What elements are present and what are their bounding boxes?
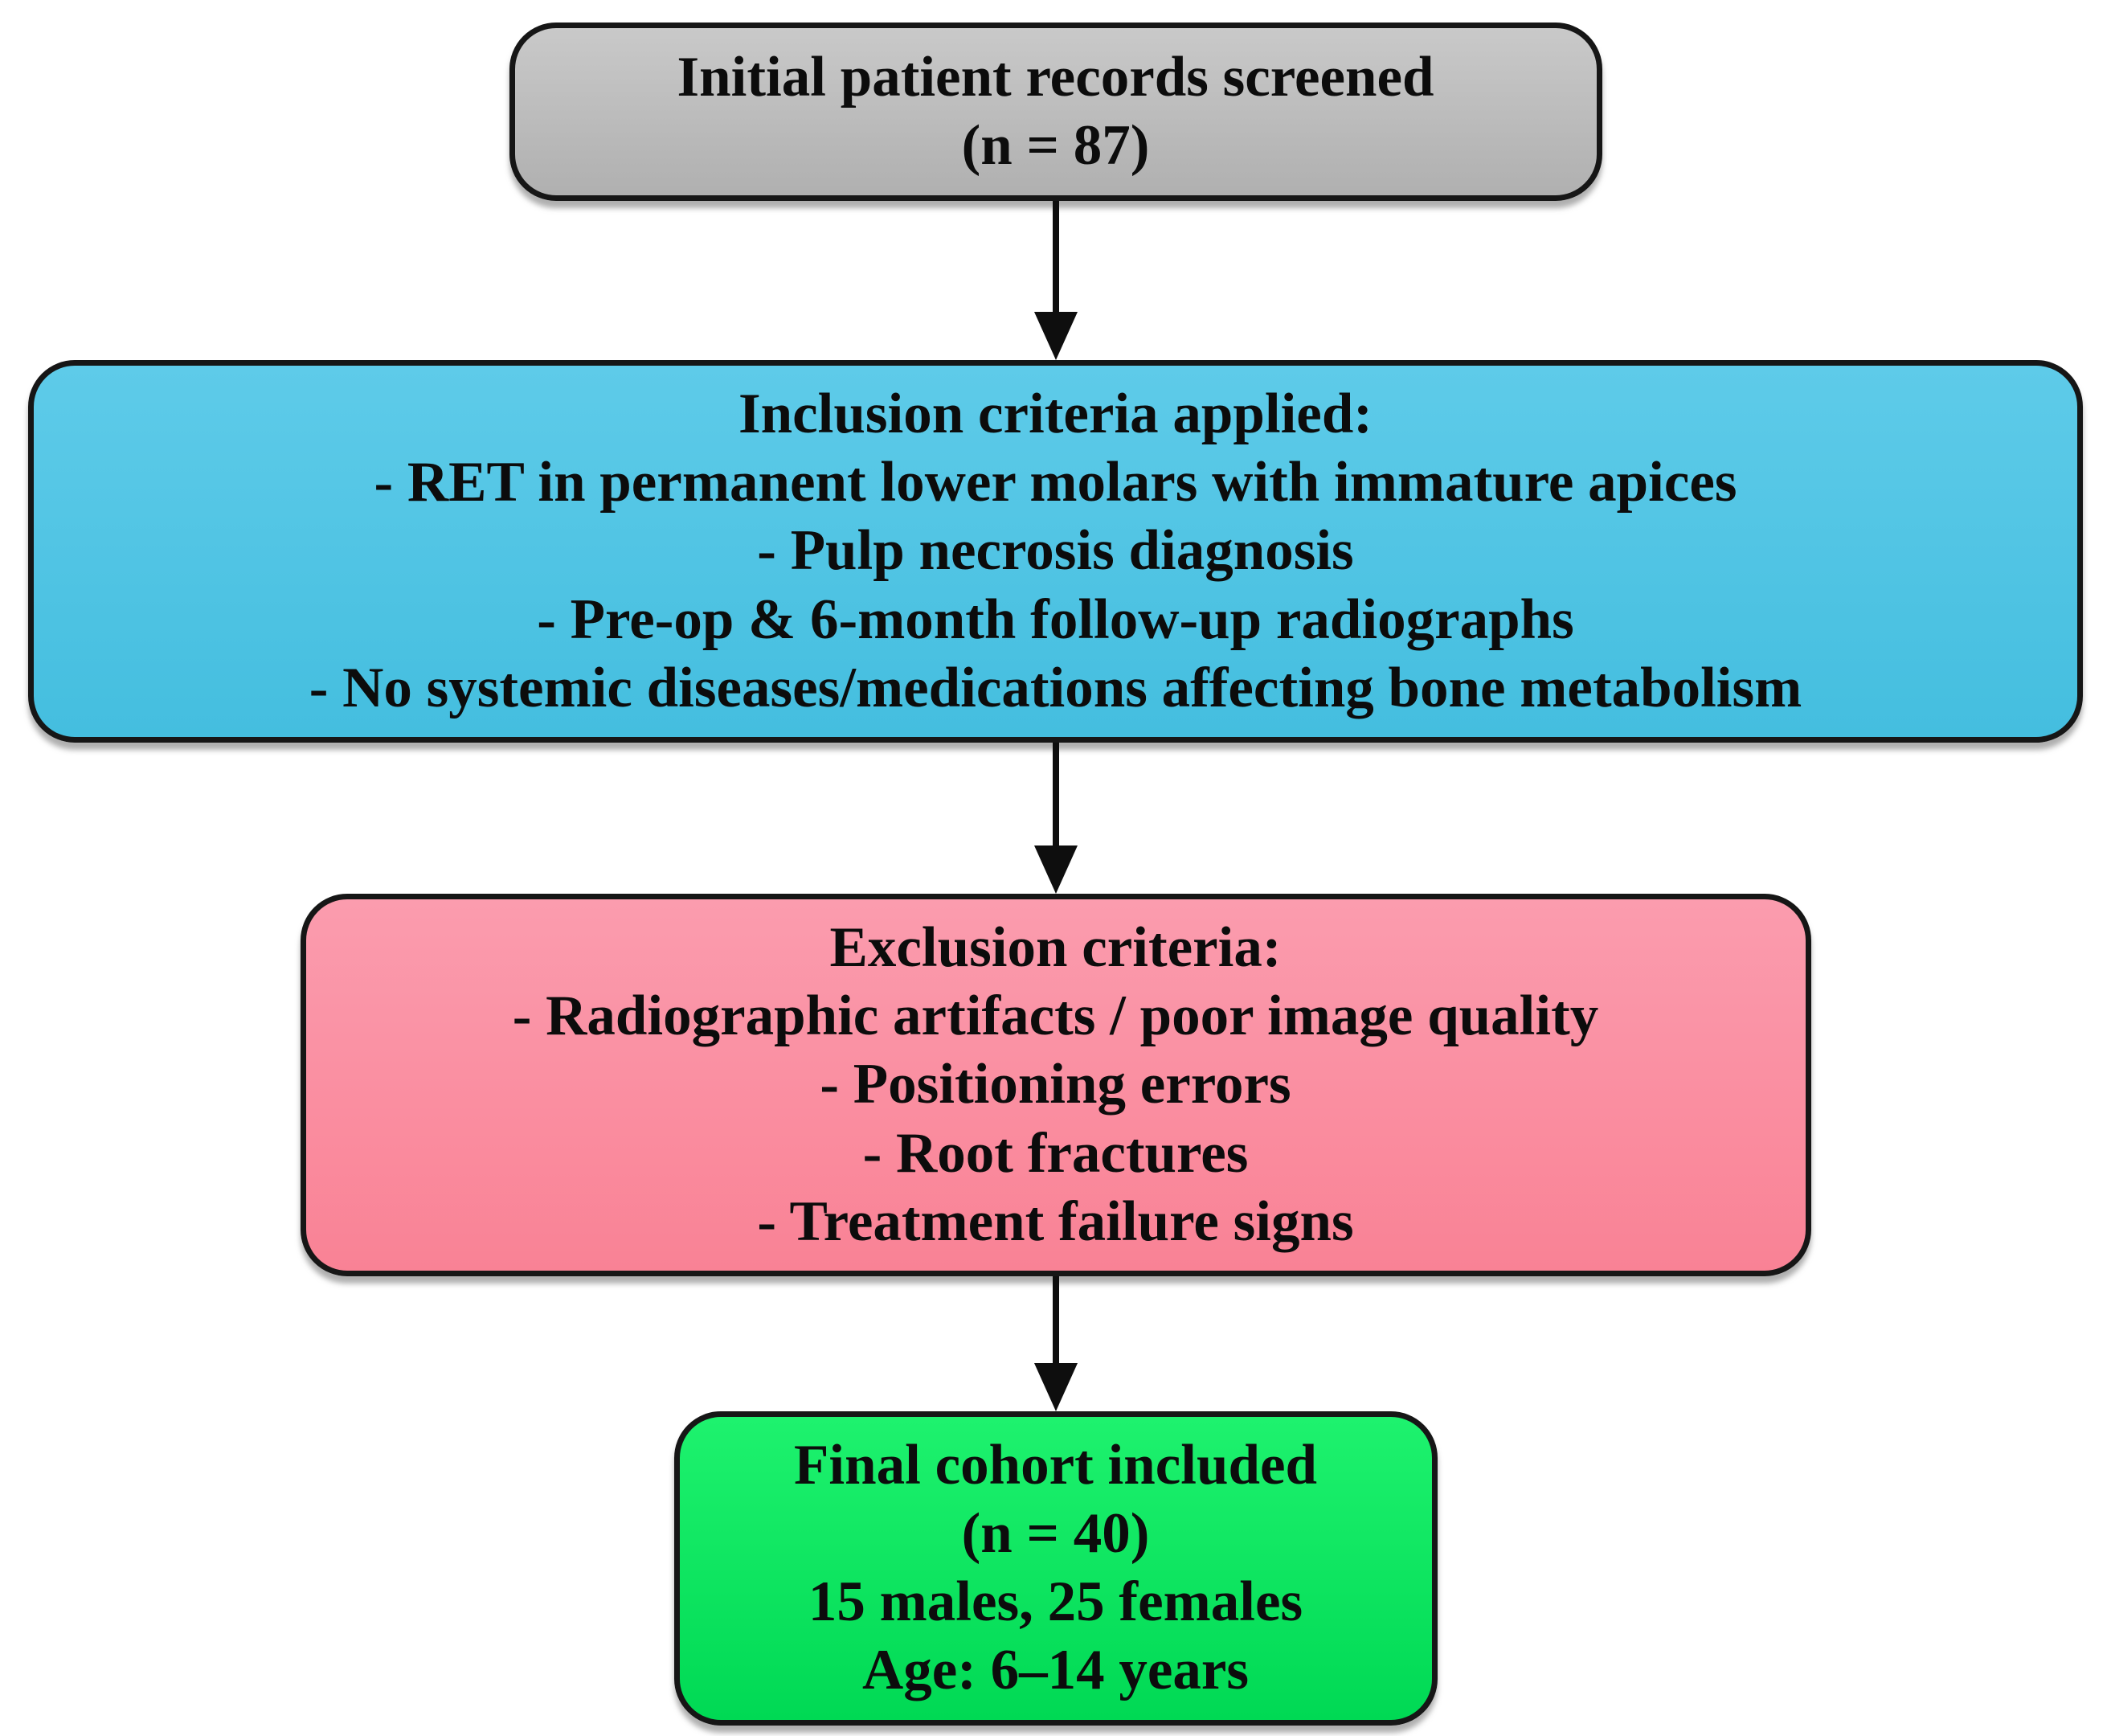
node-initial-records: Initial patient records screened (n = 87… xyxy=(509,23,1602,201)
node-text-line: Age: 6–14 years xyxy=(861,1639,1250,1702)
node-final-cohort: Final cohort included (n = 40) 15 males,… xyxy=(673,1410,1438,1726)
node-inclusion-criteria: Inclusion criteria applied: - RET in per… xyxy=(28,360,2083,743)
arrow-shaft xyxy=(1052,1275,1059,1365)
node-text-line: (n = 87) xyxy=(961,114,1150,177)
arrow-shaft xyxy=(1052,742,1059,847)
node-text-line: Initial patient records screened xyxy=(677,45,1434,108)
node-text-line: - Pulp necrosis diagnosis xyxy=(757,519,1354,583)
node-text-line: Inclusion criteria applied: xyxy=(738,383,1373,445)
node-text-line: 15 males, 25 females xyxy=(808,1570,1303,1634)
node-exclusion-criteria: Exclusion criteria: - Radiographic artif… xyxy=(300,893,1811,1276)
node-text-line: - Root fractures xyxy=(862,1121,1249,1185)
node-text-line: - Pre-op & 6-month follow-up radiographs xyxy=(537,588,1574,651)
node-text-line: - Treatment failure signs xyxy=(757,1189,1354,1253)
node-text-line: - Radiographic artifacts / poor image qu… xyxy=(512,985,1599,1048)
arrow-exclusion-to-final xyxy=(1033,1275,1078,1411)
arrowhead-down-icon xyxy=(1033,845,1078,894)
node-text-line: (n = 40) xyxy=(961,1502,1150,1566)
arrow-initial-to-inclusion xyxy=(1033,201,1078,360)
node-text-line: - RET in permanent lower molars with imm… xyxy=(374,451,1737,514)
node-text-line: - No systemic diseases/medications affec… xyxy=(309,656,1802,719)
node-text-line: Final cohort included xyxy=(794,1433,1317,1496)
arrowhead-down-icon xyxy=(1033,1362,1078,1411)
node-text-line: Exclusion criteria: xyxy=(829,915,1282,979)
node-text-line: - Positioning errors xyxy=(820,1053,1291,1116)
arrowhead-down-icon xyxy=(1033,312,1078,360)
arrow-shaft xyxy=(1052,201,1059,313)
arrow-inclusion-to-exclusion xyxy=(1033,742,1078,894)
